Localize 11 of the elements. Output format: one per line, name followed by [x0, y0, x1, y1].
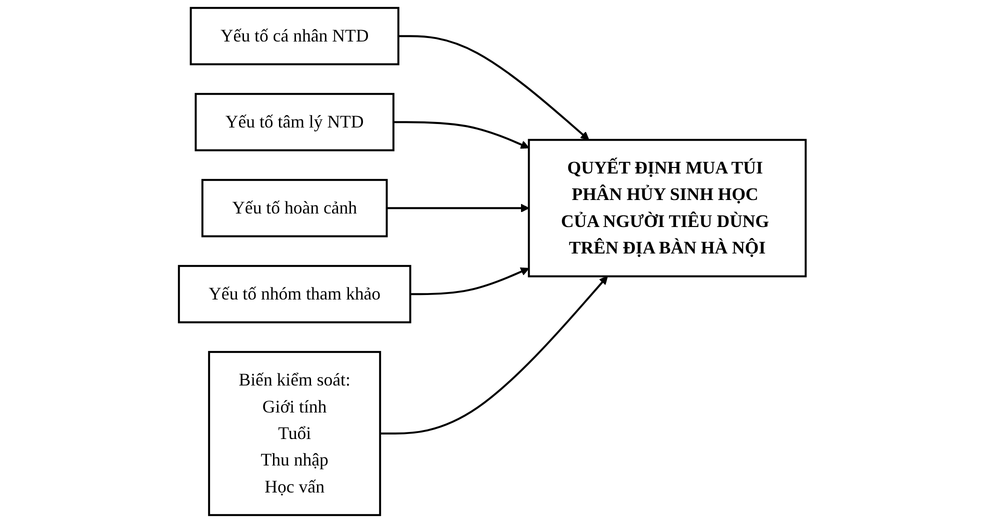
node-box: Yếu tố hoàn cảnh [201, 178, 388, 238]
node-box: QUYẾT ĐỊNH MUA TÚI PHÂN HỦY SINH HỌC CỦA NGƯỜI TIÊU DÙNG TRÊN ĐỊA BÀN HÀ NỘI [528, 138, 806, 278]
node-box: Biến kiểm soát: Giới tính Tuổi Thu nhập Học vấn [208, 350, 381, 516]
arrow [380, 276, 608, 434]
arrow [393, 121, 529, 149]
node-box: Yếu tố nhóm tham khảo [178, 264, 411, 324]
arrow [398, 35, 589, 140]
node-box: Yếu tố cá nhân NTD [190, 6, 400, 66]
arrow [410, 267, 529, 296]
node-box: Yếu tố tâm lý NTD [194, 92, 394, 152]
arrow [386, 204, 529, 212]
